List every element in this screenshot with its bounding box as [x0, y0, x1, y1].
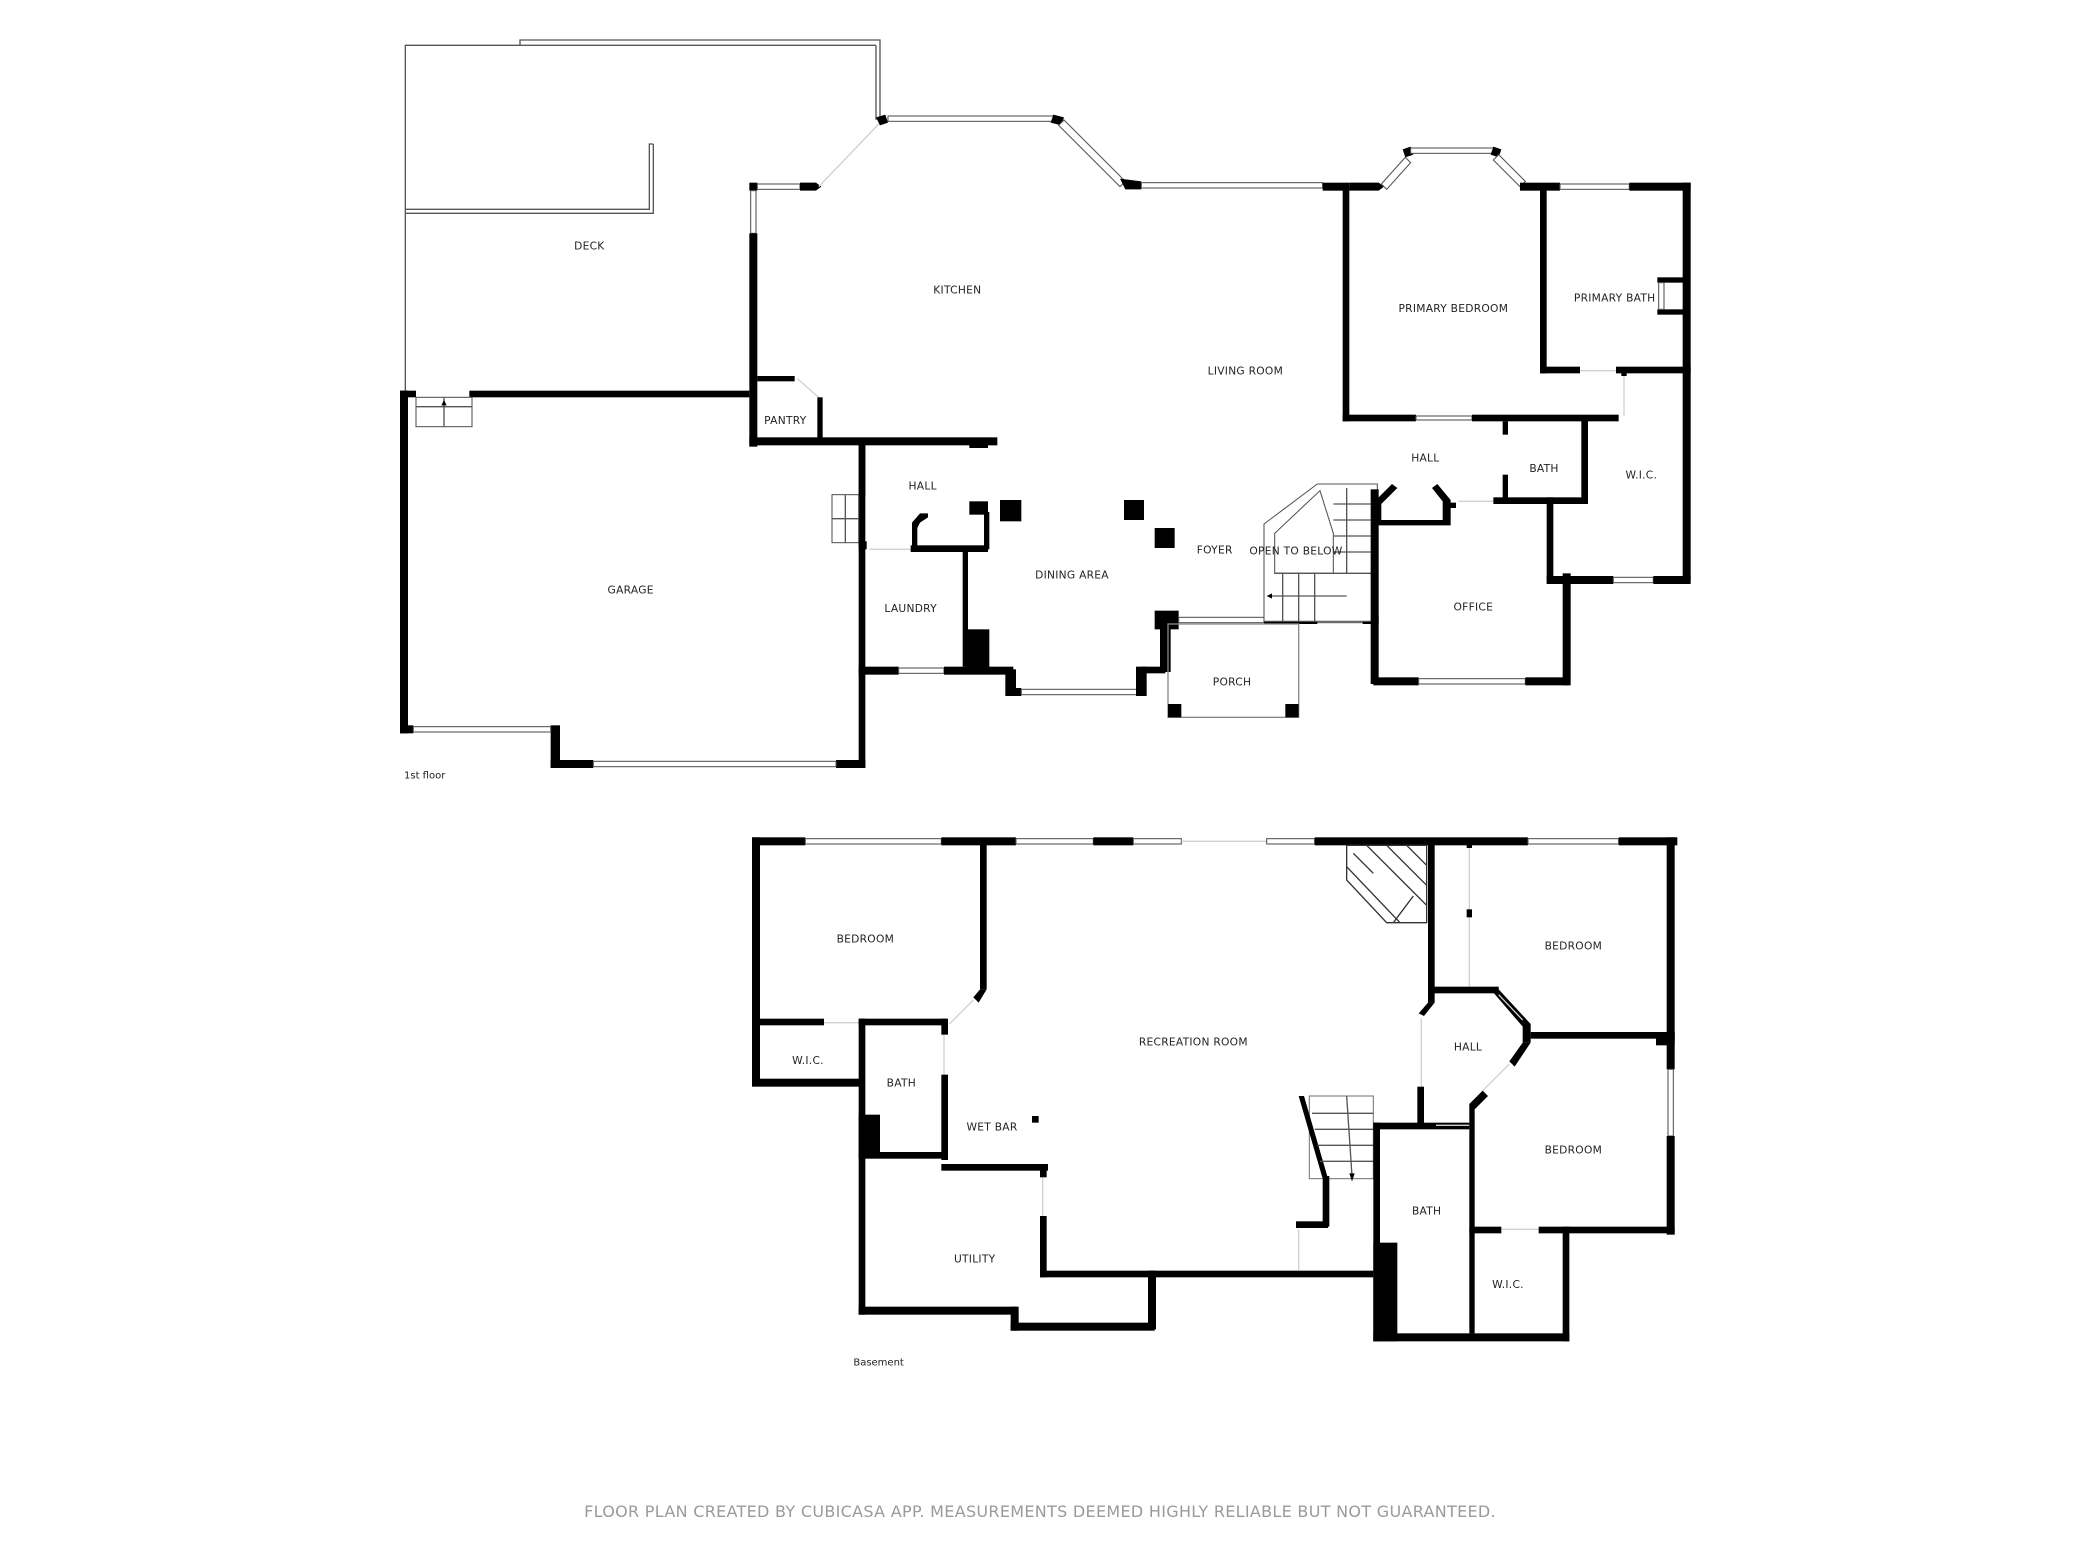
first-floor-plan: DECK KITCHEN LIVING ROOM PRIMARY BEDROOM…	[400, 39, 1691, 782]
room-label-wic: W.I.C.	[1625, 469, 1657, 482]
first-floor-labels: DECK KITCHEN LIVING ROOM PRIMARY BEDROOM…	[404, 239, 1657, 781]
room-label-bath-west: BATH	[887, 1077, 916, 1090]
basement-labels: BEDROOM RECREATION ROOM BEDROOM HALL W.I…	[792, 933, 1602, 1369]
basement-plan: BEDROOM RECREATION ROOM BEDROOM HALL W.I…	[752, 837, 1678, 1369]
room-label-porch: PORCH	[1213, 675, 1251, 688]
room-label-hall-west: HALL	[909, 479, 937, 492]
room-label-deck: DECK	[574, 239, 605, 252]
room-label-dining-area: DINING AREA	[1035, 569, 1109, 582]
room-label-office: OFFICE	[1454, 601, 1494, 614]
basement-walls	[752, 837, 1678, 1342]
room-label-utility: UTILITY	[954, 1253, 996, 1266]
room-label-kitchen: KITCHEN	[933, 283, 981, 296]
room-label-primary-bath: PRIMARY BATH	[1574, 291, 1656, 304]
room-label-bedroom-ne: BEDROOM	[1545, 939, 1603, 952]
room-label-garage: GARAGE	[608, 583, 654, 596]
room-label-open-to-below: OPEN TO BELOW	[1249, 545, 1342, 558]
floor-label-first: 1st floor	[404, 771, 446, 782]
room-label-bath: BATH	[1529, 462, 1558, 475]
deck-outline	[404, 39, 881, 395]
room-label-wic-east: W.I.C.	[1492, 1278, 1524, 1291]
floor-label-basement: Basement	[853, 1357, 904, 1368]
wet-bar-fixture	[1032, 1116, 1039, 1123]
room-label-wet-bar: WET BAR	[966, 1121, 1017, 1134]
room-label-bedroom-se: BEDROOM	[1545, 1143, 1603, 1156]
room-label-living-room: LIVING ROOM	[1208, 365, 1283, 378]
room-label-bath-east: BATH	[1412, 1205, 1441, 1218]
garage-walls	[400, 390, 866, 768]
room-label-hall-east: HALL	[1411, 451, 1439, 464]
room-label-laundry: LAUNDRY	[884, 602, 937, 615]
room-label-bedroom-west: BEDROOM	[837, 933, 895, 946]
main-house-walls	[749, 114, 1691, 718]
room-label-wic-west: W.I.C.	[792, 1054, 824, 1067]
fireplace-icon	[1346, 844, 1428, 924]
room-label-foyer: FOYER	[1197, 543, 1233, 556]
disclaimer-footer: FLOOR PLAN CREATED BY CUBICASA APP. MEAS…	[584, 1502, 1496, 1521]
room-label-primary-bedroom: PRIMARY BEDROOM	[1398, 302, 1508, 315]
room-label-hall: HALL	[1454, 1041, 1482, 1054]
room-label-recreation-room: RECREATION ROOM	[1139, 1035, 1248, 1048]
room-label-pantry: PANTRY	[764, 414, 807, 427]
